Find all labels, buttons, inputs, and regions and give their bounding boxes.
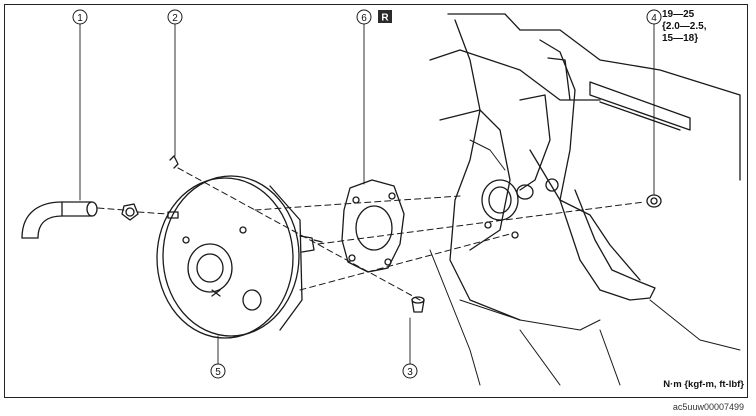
brake-booster <box>156 175 323 339</box>
callout-leaders <box>79 23 655 365</box>
callout-1: 1 <box>72 9 88 25</box>
vacuum-hose <box>21 201 98 239</box>
pedal-bracket-assembly <box>429 13 741 386</box>
callout-2-label: 2 <box>172 13 178 24</box>
callout-5: 5 <box>210 363 226 379</box>
callout-3: 3 <box>402 363 418 379</box>
callout-4: 4 <box>646 9 662 25</box>
gasket-plate <box>341 179 405 273</box>
side-marker-badge: R <box>378 10 392 24</box>
callout-2: 2 <box>167 9 183 25</box>
document-id: ac5uuw00007499 <box>672 402 744 412</box>
bolt-part <box>411 296 425 313</box>
diagram-frame <box>4 4 748 398</box>
callout-1-label: 1 <box>77 13 83 24</box>
units-note: N·m {kgf-m, ft-lbf} <box>663 379 744 390</box>
nut-part <box>646 194 662 208</box>
callout-6-label: 6 <box>361 13 367 24</box>
hose-clip <box>121 203 139 221</box>
callout-4-label: 4 <box>651 13 657 24</box>
callout-5-label: 5 <box>215 367 221 378</box>
callout-6: 6 <box>356 9 372 25</box>
torque-spec: 19—25 {2.0—2.5, 15—18} <box>662 9 707 44</box>
assembly-center-lines <box>97 167 645 301</box>
callout-3-label: 3 <box>407 367 413 378</box>
pin-part <box>169 155 179 169</box>
side-marker-text: R <box>381 13 389 24</box>
